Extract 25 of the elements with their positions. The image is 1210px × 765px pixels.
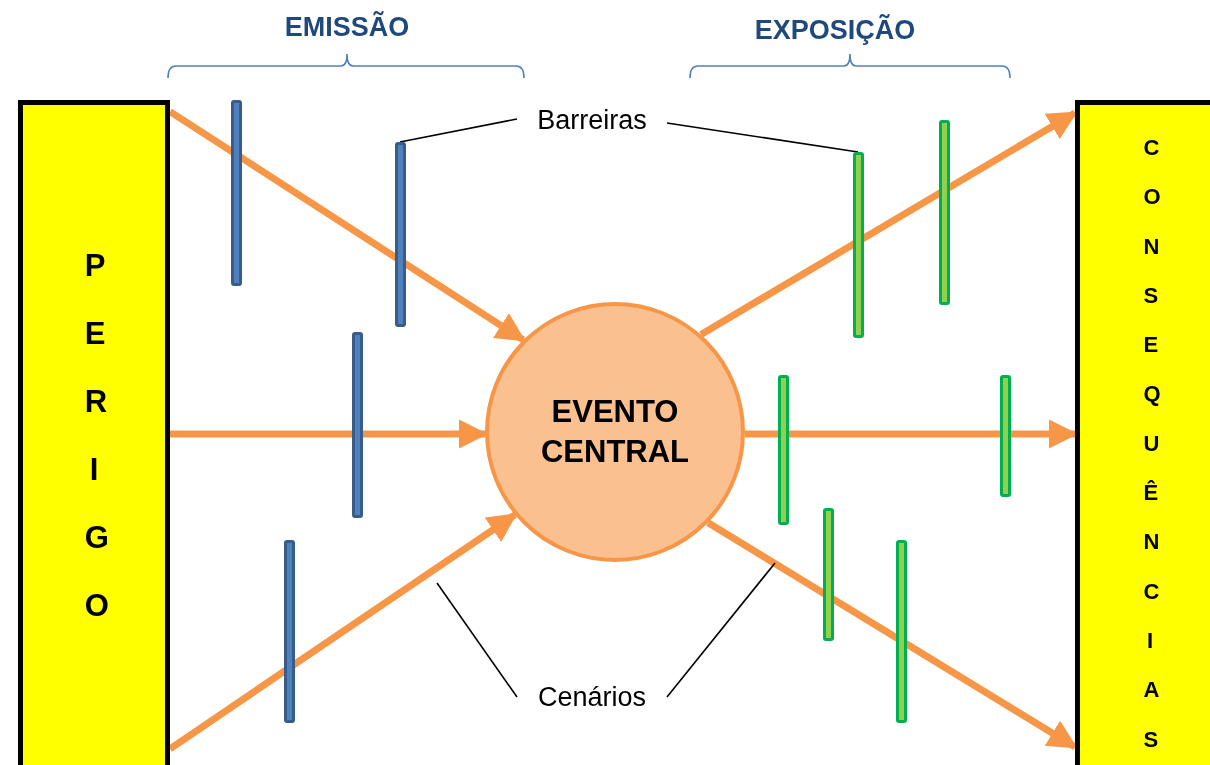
barrier-bar [823, 508, 834, 641]
leader-line [436, 582, 518, 698]
barrier-bar [778, 375, 789, 525]
arrow [168, 108, 526, 343]
leader-line [666, 562, 776, 698]
section-heading: EMISSÃO [284, 12, 410, 43]
callout-label: Cenários [537, 681, 647, 713]
barrier-bar [853, 152, 864, 338]
leader-line [666, 122, 859, 153]
hazard-box [18, 100, 170, 765]
barrier-bar [395, 142, 406, 327]
section-heading: EXPOSIÇÃO [754, 15, 916, 46]
central-event-label: EVENTO CENTRAL [539, 393, 691, 471]
callout-label: Barreiras [537, 104, 647, 136]
hazard-label: PERIGO [83, 247, 122, 625]
leader-line [399, 118, 518, 143]
barrier-bar [284, 540, 295, 723]
barrier-bar [1000, 375, 1011, 497]
barrier-bar [352, 332, 363, 518]
barrier-bar [231, 100, 242, 286]
arrow [168, 512, 518, 752]
consequences-box [1075, 100, 1210, 765]
barrier-bar [939, 120, 950, 305]
barrier-bar [896, 540, 907, 723]
consequences-label: CONSEQUÊNCIAS [1142, 134, 1170, 754]
